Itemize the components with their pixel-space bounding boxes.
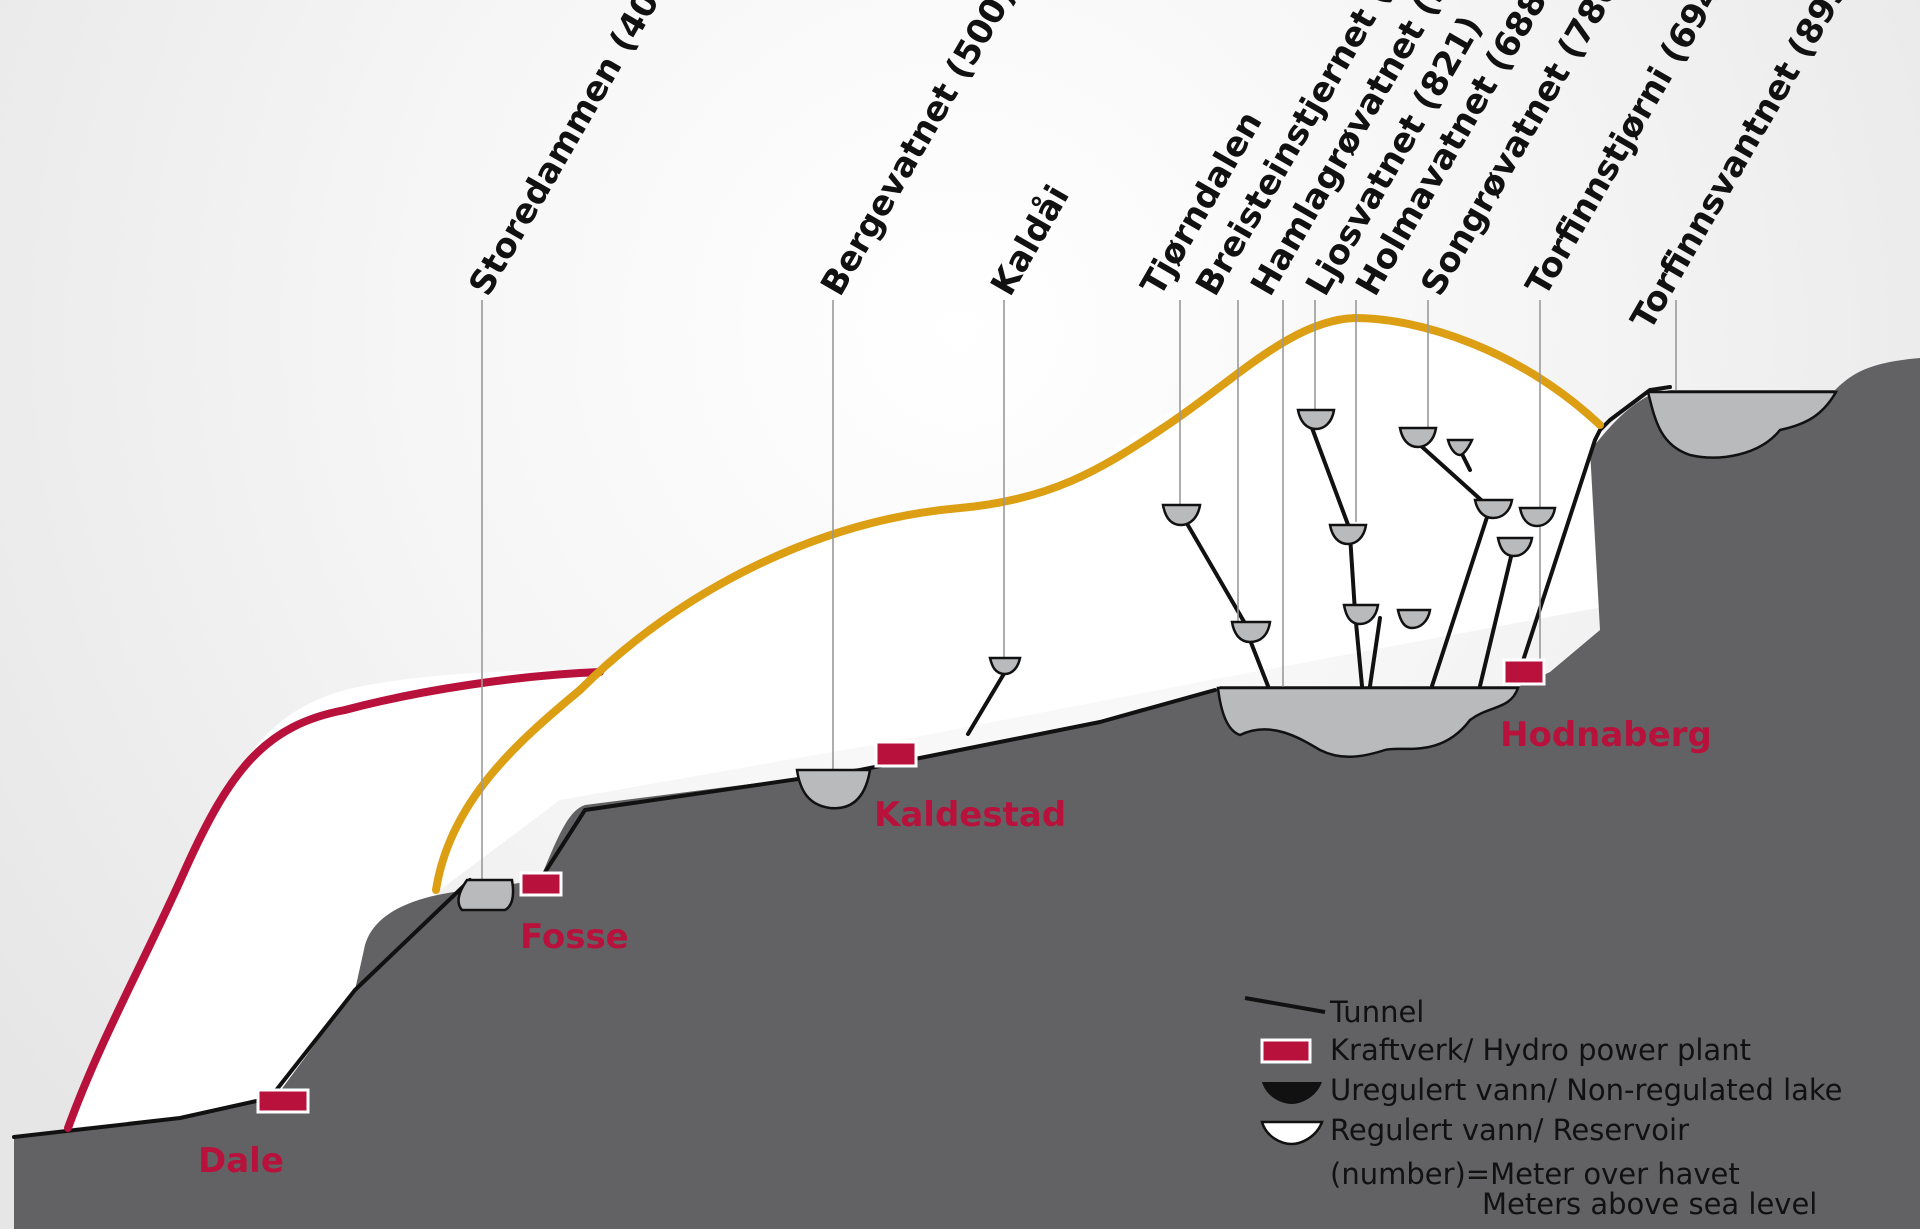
lake-bergevatnet: [795, 768, 872, 810]
lake-main-reservoir: [1216, 686, 1520, 758]
lake-torfinnstjorni-b: [1518, 506, 1557, 528]
legend-reservoir-symbol: [1260, 1120, 1324, 1146]
legend: Tunnel Kraftverk/ Hydro power plant Ureg…: [1244, 995, 1843, 1221]
legend-nonregulated-label: Uregulert vann/ Non-regulated lake: [1330, 1073, 1843, 1107]
lake-hamla-upper: [1328, 523, 1368, 546]
plant-marker-hodnaberg: [1502, 658, 1546, 686]
legend-plant-symbol: [1260, 1038, 1312, 1064]
plant-label-dale: Dale: [198, 1141, 284, 1181]
catchment-boundary-red: [64, 668, 604, 1132]
plant-marker-fosse: [519, 871, 563, 897]
legend-nonregulated-symbol: [1262, 1082, 1322, 1104]
lake-storedammen: [457, 878, 515, 912]
plant-label-fosse: Fosse: [520, 917, 629, 957]
legend-number-note-2: Meters above sea level: [1482, 1187, 1817, 1221]
legend-tunnel-symbol: [1244, 996, 1326, 1014]
legend-tunnel-label: Tunnel: [1329, 995, 1424, 1029]
lake-ljosvatnet: [1296, 408, 1336, 431]
lake-torfinnsvantnet: [1646, 390, 1839, 459]
legend-plant-label: Kraftverk/ Hydro power plant: [1330, 1033, 1751, 1067]
plant-marker-kaldestad: [874, 740, 918, 768]
lakes: [457, 390, 1839, 912]
legend-reservoir-label: Regulert vann/ Reservoir: [1330, 1113, 1689, 1147]
lake-torfinnstjorni-c: [1496, 536, 1534, 558]
lake-songrovatnet: [1398, 426, 1438, 449]
lake-tjorndalen: [1161, 503, 1202, 527]
legend-number-note-1: (number)=Meter over havet: [1330, 1157, 1740, 1191]
plant-marker-dale: [256, 1088, 310, 1114]
leader-lines: [481, 300, 1677, 882]
lake-breisteinstjernet: [1230, 620, 1272, 644]
lake-torfinnstjorni-a: [1473, 498, 1514, 520]
plant-label-hodnaberg: Hodnaberg: [1500, 715, 1712, 755]
lake-holmavatnet: [1396, 608, 1432, 630]
catchment-area: [68, 318, 1640, 1128]
lake-kaldai: [988, 656, 1022, 676]
catchment-boundary-orange: [432, 313, 1604, 894]
plant-label-kaldestad: Kaldestad: [874, 795, 1066, 835]
power-plants: [256, 658, 1546, 1114]
lake-songro-small: [1446, 438, 1474, 457]
terrain: [14, 358, 1920, 1229]
lake-hamla-lower: [1342, 603, 1380, 626]
